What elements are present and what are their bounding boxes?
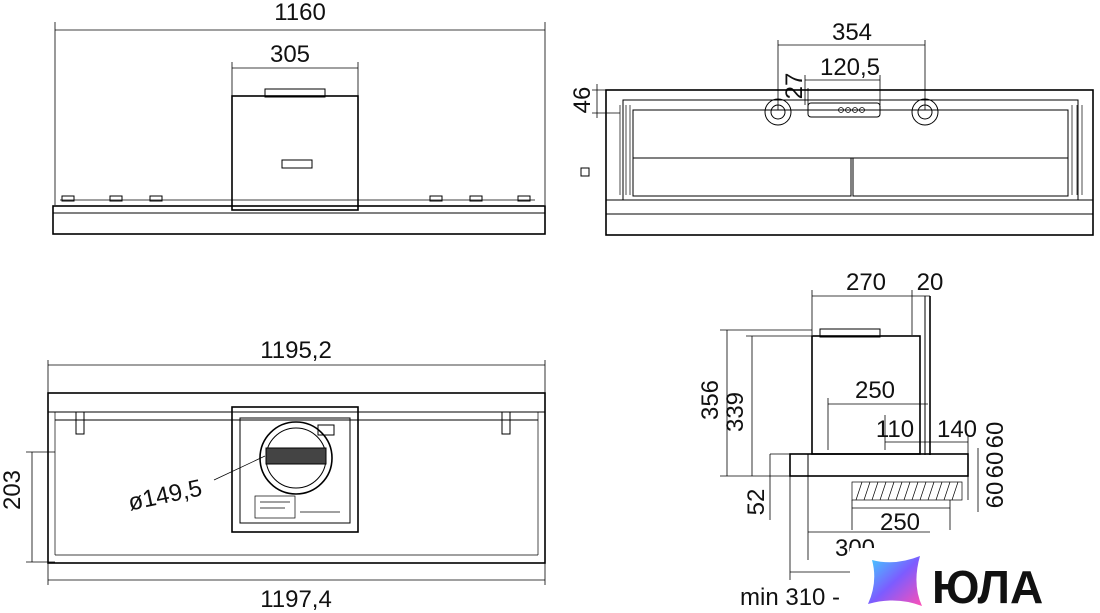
square-marker	[580, 167, 590, 177]
right-grille	[1071, 105, 1083, 195]
motor-block	[231, 406, 359, 533]
motor-top-flange	[264, 88, 326, 98]
label-110: 110	[876, 416, 914, 443]
control-buttons	[838, 107, 865, 113]
label-339: 339	[722, 392, 749, 432]
label-60-a: 60	[982, 452, 1009, 479]
motor-handle	[281, 159, 313, 169]
clip	[61, 195, 75, 202]
motor-clip	[317, 424, 335, 436]
front-outer-frame	[605, 89, 1094, 236]
label-1197-4: 1197,4	[260, 586, 332, 613]
label-60-c: 60	[982, 422, 1009, 449]
hatched-filter	[851, 481, 963, 501]
clip	[429, 195, 443, 202]
bottom-view: 1195,2 ø149,5 203	[0, 337, 546, 613]
lamp-right-inner	[917, 104, 933, 120]
lamp-left-inner	[770, 104, 786, 120]
label-305: 305	[270, 41, 310, 68]
label-min-310: min 310 -	[740, 584, 840, 611]
rail-clip-right	[501, 411, 511, 435]
label-250-lower: 250	[880, 509, 920, 536]
label-1160: 1160	[274, 0, 326, 26]
motor-housing	[231, 95, 359, 211]
label-60-b: 60	[982, 482, 1009, 509]
inner-cavity	[622, 99, 1079, 201]
label-140: 140	[937, 416, 977, 443]
label-diameter: ø149,5	[126, 475, 205, 517]
label-203: 203	[0, 470, 26, 510]
control-panel	[807, 102, 881, 118]
side-bottom-housing	[789, 453, 969, 477]
label-46: 46	[569, 87, 596, 114]
label-270: 270	[846, 269, 886, 296]
clip	[469, 195, 483, 202]
lamp-left	[764, 98, 792, 126]
side-motor-flange	[819, 328, 881, 338]
label-250-upper: 250	[855, 377, 895, 404]
bottom-outer	[47, 392, 546, 564]
lamp-right	[911, 98, 939, 126]
clip	[149, 195, 163, 202]
yula-logo-icon	[868, 556, 922, 606]
duct-bar	[265, 447, 327, 465]
label-356: 356	[697, 380, 724, 420]
left-grille	[619, 105, 631, 195]
filter-right	[852, 157, 1069, 197]
label-1195-2: 1195,2	[260, 337, 332, 364]
base-plate	[52, 205, 546, 235]
side-view: 270 20 356 339 250 110 140	[697, 269, 1009, 611]
rail-clip-left	[75, 411, 85, 435]
label-52: 52	[743, 489, 770, 516]
label-354: 354	[832, 19, 872, 46]
clip	[109, 195, 123, 202]
label-20: 20	[917, 269, 944, 296]
filter-left	[632, 157, 852, 197]
yula-wordmark: ЮЛА	[932, 561, 1043, 613]
clip	[517, 195, 531, 202]
front-view: 354 120,5 27 46	[569, 19, 1094, 236]
circuit-board	[254, 495, 340, 519]
motor-inner	[239, 417, 351, 524]
leader-duct	[213, 455, 266, 481]
yula-watermark: ЮЛА	[850, 548, 1100, 613]
label-27: 27	[781, 73, 808, 100]
top-view: 1160 305	[52, 0, 546, 235]
label-120-5: 120,5	[820, 54, 880, 81]
